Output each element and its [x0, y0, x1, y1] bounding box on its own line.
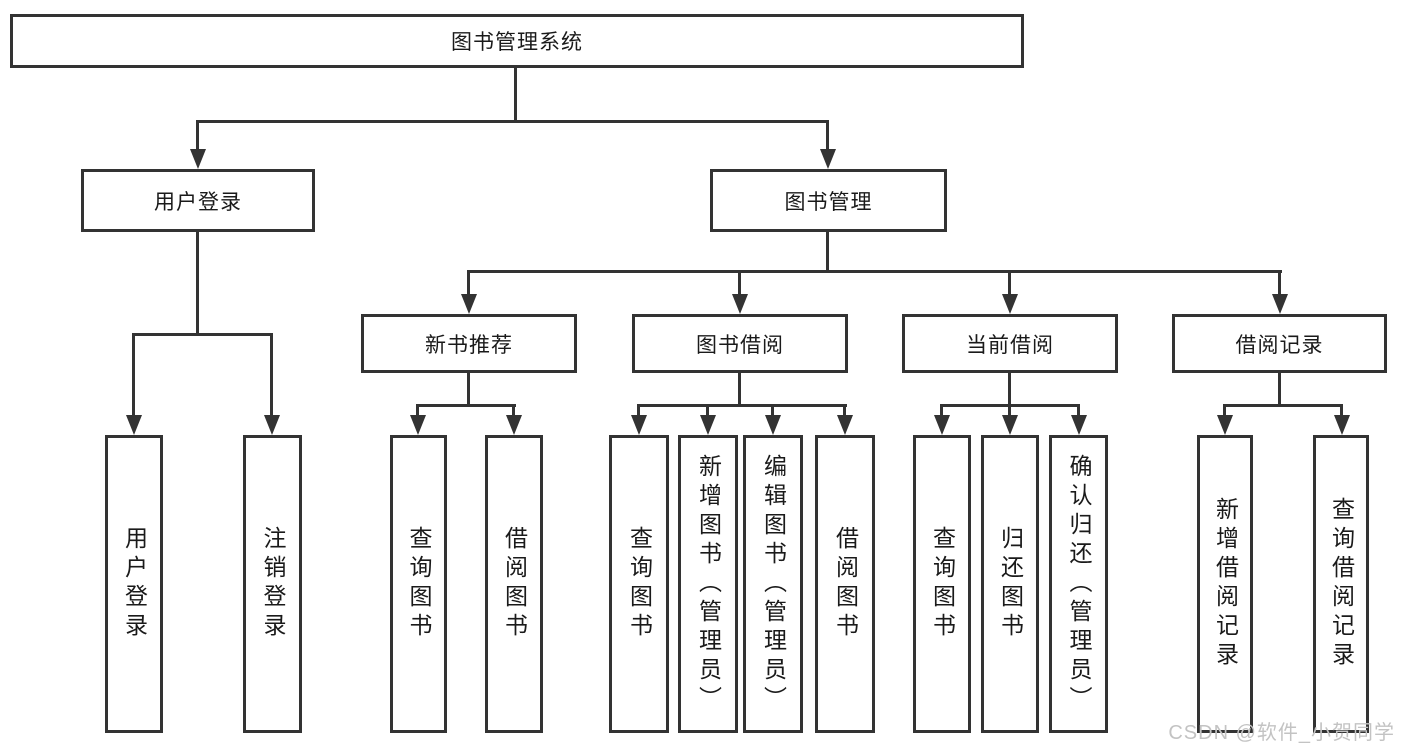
connector-vline: [196, 232, 199, 336]
leaf-query-borrow-record-label: 查询借阅记录: [1328, 497, 1355, 671]
arrow-down-icon: [700, 415, 716, 435]
leaf-borrow-books-borrowing-label: 借阅图书: [832, 526, 859, 642]
connector-hline: [196, 120, 829, 123]
leaf-confirm-return-admin-label: 确认归还（管理员）: [1066, 453, 1092, 715]
arrow-down-icon: [410, 415, 426, 435]
leaf-return-books-label: 归还图书: [997, 526, 1024, 642]
leaf-return-books: 归还图书: [981, 435, 1039, 733]
arrow-down-icon: [126, 415, 142, 435]
connector-vline: [1008, 373, 1011, 407]
node-library-management-system: 图书管理系统: [10, 14, 1024, 68]
node-book-management-label: 图书管理: [784, 190, 873, 214]
leaf-borrow-books-borrowing: 借阅图书: [815, 435, 875, 733]
arrow-down-icon: [1002, 415, 1018, 435]
arrow-down-icon: [765, 415, 781, 435]
node-book-borrowing-label: 图书借阅: [696, 333, 784, 357]
connector-vline: [1340, 404, 1343, 417]
arrow-down-icon: [1217, 415, 1233, 435]
node-new-book-recommendation: 新书推荐: [361, 314, 577, 373]
node-borrowing-records: 借阅记录: [1172, 314, 1387, 373]
arrow-down-icon: [837, 415, 853, 435]
leaf-edit-book-admin-label: 编辑图书（管理员）: [760, 453, 787, 715]
connector-vline: [1077, 404, 1080, 417]
node-user-login-label: 用户登录: [154, 190, 242, 214]
leaf-query-borrow-record: 查询借阅记录: [1313, 435, 1369, 733]
connector-hline: [467, 270, 1282, 273]
leaf-add-borrow-record: 新增借阅记录: [1197, 435, 1253, 733]
leaf-add-borrow-record-label: 新增借阅记录: [1212, 497, 1239, 671]
connector-hline: [1223, 404, 1343, 407]
connector-vline: [1278, 270, 1281, 295]
connector-vline: [1223, 404, 1226, 417]
leaf-logout-login: 注销登录: [243, 435, 302, 733]
connector-vline: [771, 404, 774, 417]
connector-vline: [467, 373, 470, 407]
arrow-down-icon: [190, 149, 206, 169]
node-new-book-recommendation-label: 新书推荐: [425, 333, 513, 357]
leaf-query-books-recommendation-label: 查询图书: [406, 526, 432, 642]
arrow-down-icon: [732, 294, 748, 314]
leaf-user-login: 用户登录: [105, 435, 163, 733]
leaf-query-books-current-label: 查询图书: [929, 526, 956, 642]
leaf-borrow-books-recommendation: 借阅图书: [485, 435, 543, 733]
connector-vline: [1008, 404, 1011, 417]
connector-vline: [1008, 270, 1011, 295]
connector-vline: [416, 404, 419, 417]
node-library-management-system-label: 图书管理系统: [451, 31, 583, 54]
node-borrowing-records-label: 借阅记录: [1235, 333, 1324, 357]
leaf-user-login-label: 用户登录: [121, 526, 148, 642]
leaf-add-book-admin: 新增图书（管理员）: [678, 435, 738, 733]
connector-vline: [467, 270, 470, 295]
leaf-confirm-return-admin: 确认归还（管理员）: [1049, 435, 1108, 733]
arrow-down-icon: [461, 294, 477, 314]
leaf-query-books-recommendation: 查询图书: [390, 435, 447, 733]
leaf-edit-book-admin: 编辑图书（管理员）: [743, 435, 803, 733]
arrow-down-icon: [506, 415, 522, 435]
leaf-logout-login-label: 注销登录: [260, 526, 286, 642]
node-current-borrowing: 当前借阅: [902, 314, 1118, 373]
leaf-query-books-borrowing-label: 查询图书: [626, 526, 653, 642]
csdn-watermark: CSDN @软件_小贺同学: [1168, 722, 1395, 744]
connector-vline: [132, 333, 135, 415]
node-book-management: 图书管理: [710, 169, 947, 232]
arrow-down-icon: [1272, 294, 1288, 314]
connector-vline: [196, 120, 199, 150]
connector-vline: [738, 270, 741, 295]
connector-vline: [512, 404, 515, 417]
connector-vline: [826, 232, 829, 273]
arrow-down-icon: [1002, 294, 1018, 314]
node-current-borrowing-label: 当前借阅: [966, 333, 1054, 357]
leaf-borrow-books-recommendation-label: 借阅图书: [501, 526, 528, 642]
leaf-query-books-borrowing: 查询图书: [609, 435, 669, 733]
connector-vline: [826, 120, 829, 150]
connector-vline: [270, 333, 273, 415]
connector-hline: [637, 404, 847, 407]
leaf-add-book-admin-label: 新增图书（管理员）: [695, 453, 722, 715]
leaf-query-books-current: 查询图书: [913, 435, 971, 733]
connector-vline: [637, 404, 640, 417]
arrow-down-icon: [1071, 415, 1087, 435]
arrow-down-icon: [820, 149, 836, 169]
node-user-login: 用户登录: [81, 169, 315, 232]
connector-vline: [940, 404, 943, 417]
connector-vline: [1278, 373, 1281, 407]
connector-hline: [132, 333, 273, 336]
connector-vline: [843, 404, 846, 417]
arrow-down-icon: [631, 415, 647, 435]
arrow-down-icon: [1334, 415, 1350, 435]
node-book-borrowing: 图书借阅: [632, 314, 848, 373]
arrow-down-icon: [934, 415, 950, 435]
connector-vline: [514, 68, 517, 123]
connector-hline: [416, 404, 516, 407]
connector-vline: [738, 373, 741, 407]
arrow-down-icon: [264, 415, 280, 435]
connector-vline: [706, 404, 709, 417]
